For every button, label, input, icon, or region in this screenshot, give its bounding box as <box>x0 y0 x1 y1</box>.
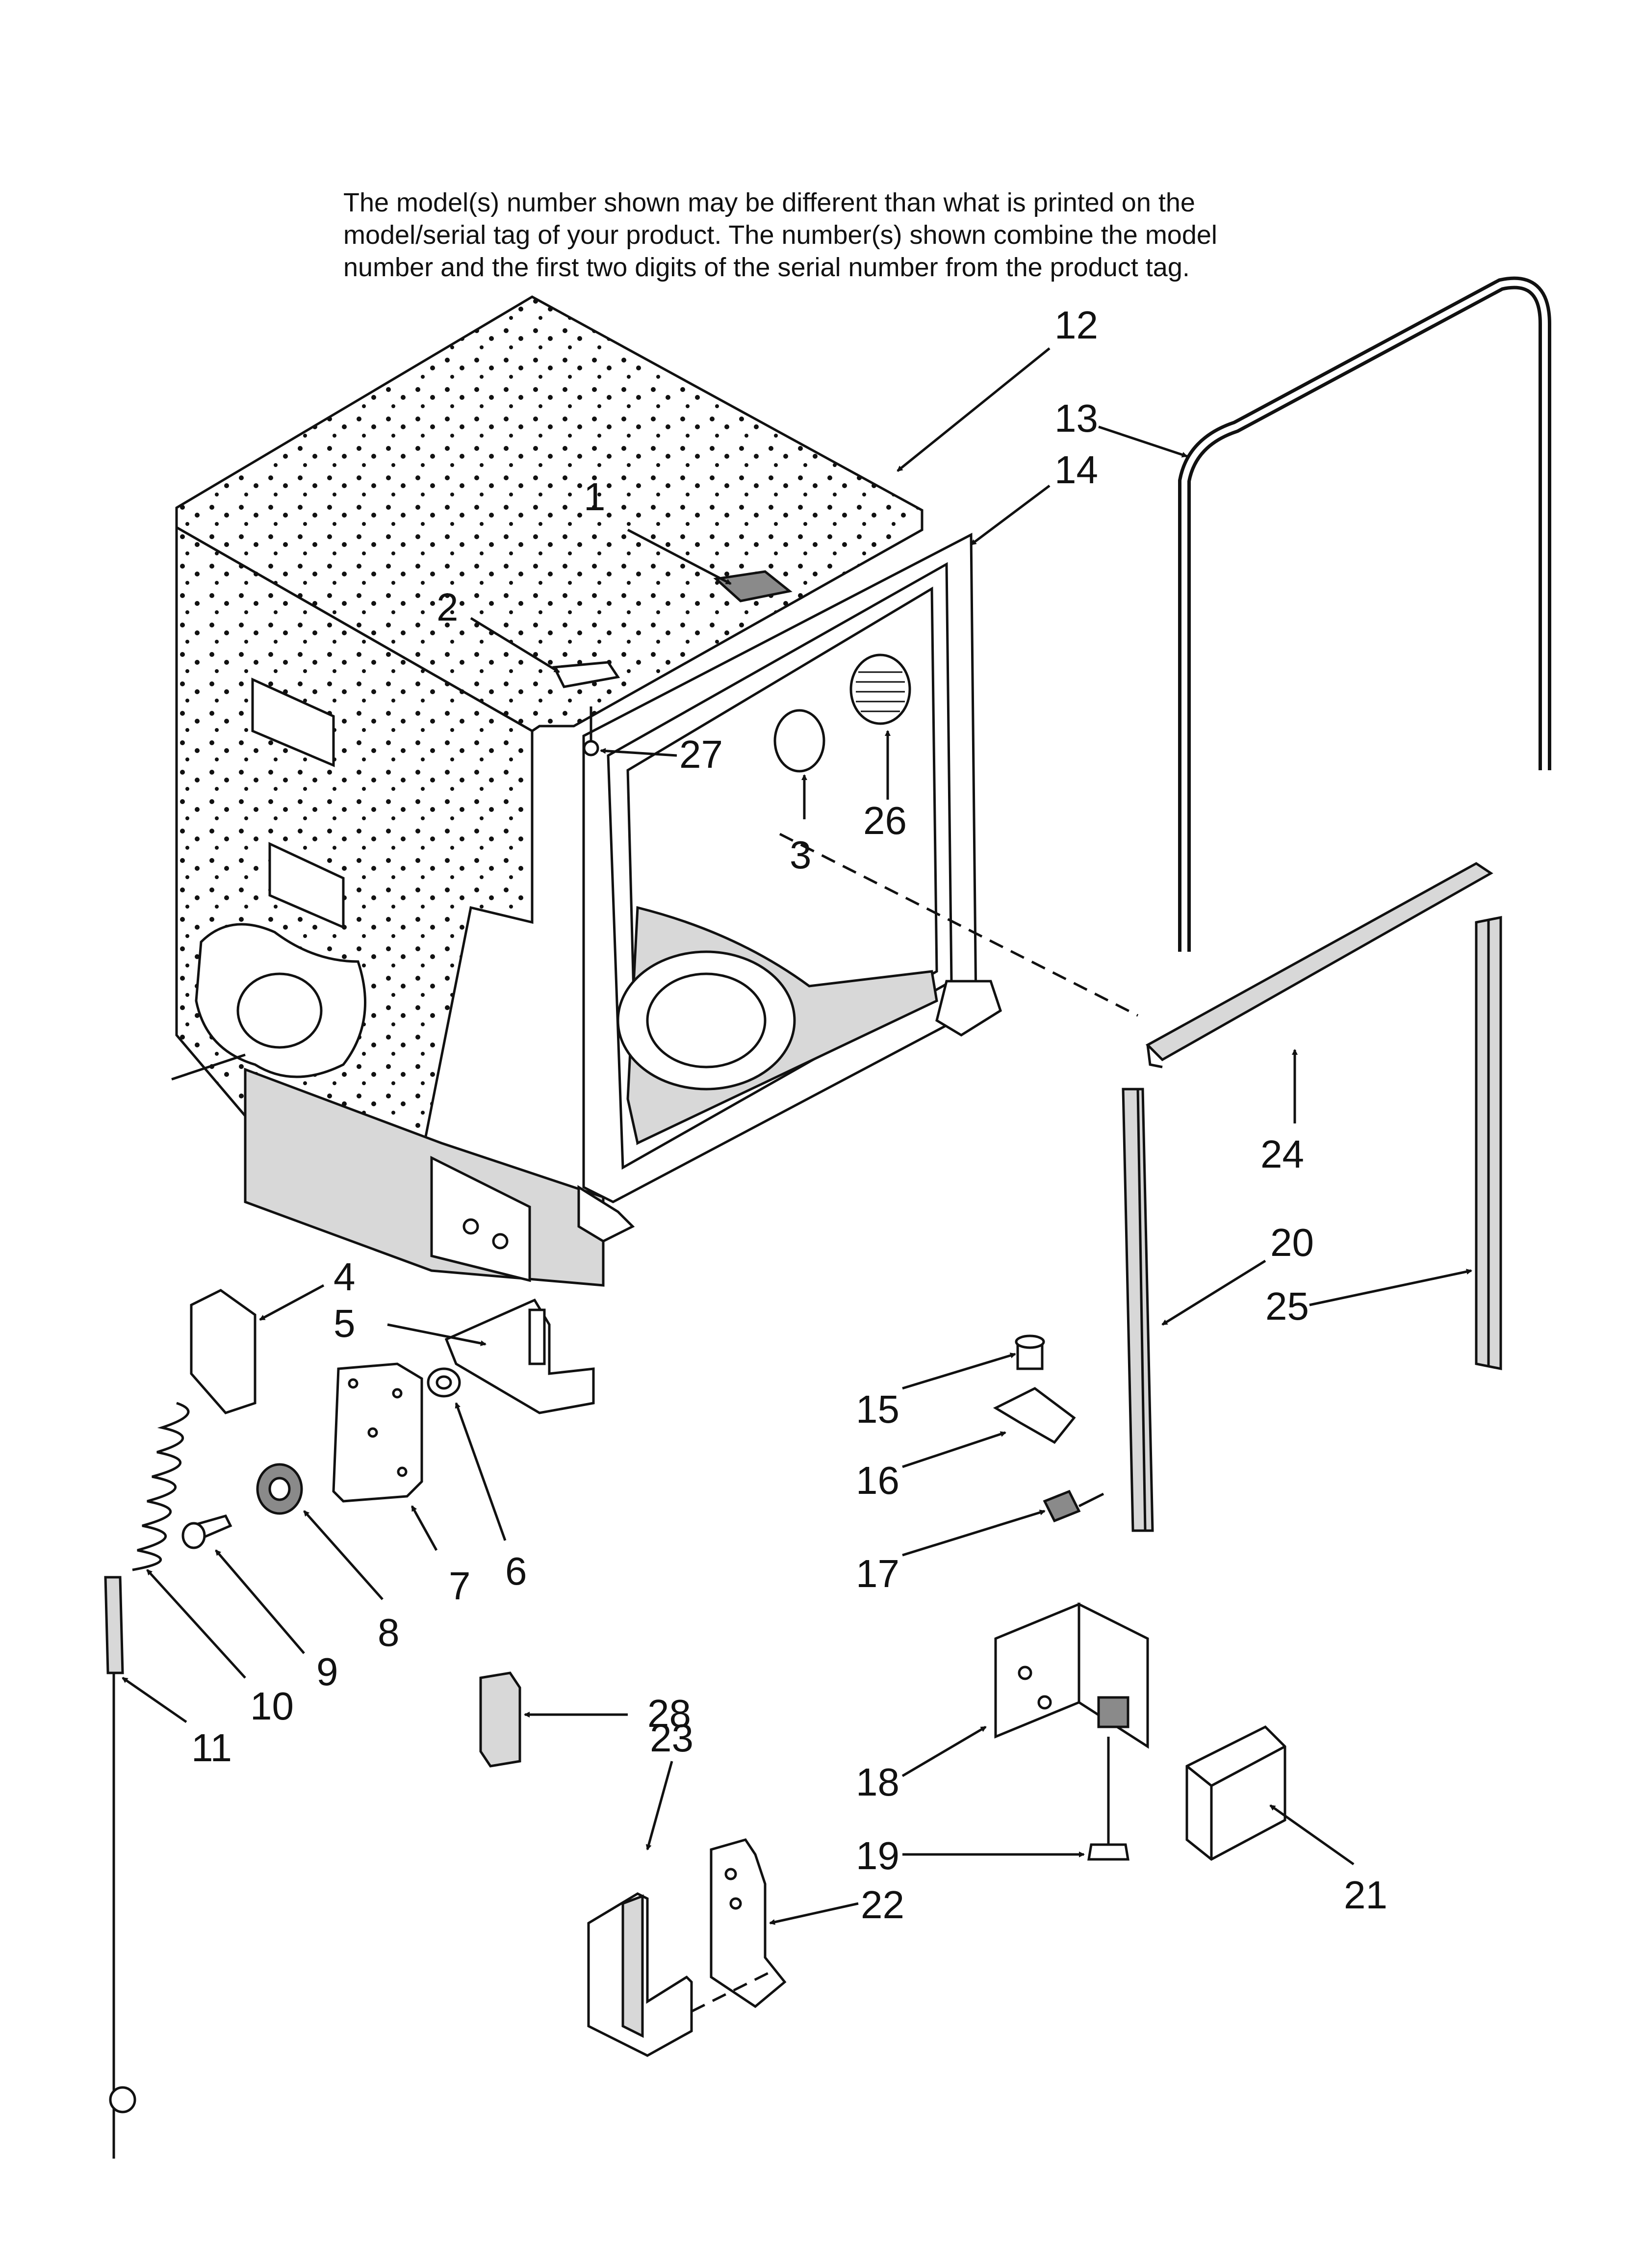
callout-13: 13 <box>1054 396 1098 440</box>
callout-21: 21 <box>1344 1873 1387 1917</box>
callout-18: 18 <box>856 1760 899 1804</box>
callout-15: 15 <box>856 1387 899 1431</box>
callout-3: 3 <box>790 833 812 877</box>
note-line-3: number and the first two digits of the s… <box>343 253 1190 282</box>
callout-24: 24 <box>1260 1132 1304 1176</box>
leader-lines <box>122 347 1472 1925</box>
callout-10: 10 <box>250 1684 294 1728</box>
callout-8: 8 <box>378 1611 400 1654</box>
callout-17: 17 <box>856 1552 899 1595</box>
note-line-2: model/serial tag of your product. The nu… <box>343 220 1217 250</box>
top-trim-strip <box>1145 862 1493 1062</box>
ring-gasket <box>773 709 825 773</box>
callout-1: 1 <box>584 475 606 519</box>
model-number-note: The model(s) number shown may be differe… <box>343 186 1324 284</box>
callout-26: 26 <box>863 799 907 842</box>
callout-6: 6 <box>505 1549 527 1593</box>
side-trim-left <box>1122 1088 1154 1532</box>
callout-14: 14 <box>1054 448 1098 492</box>
callout-27: 27 <box>679 732 723 776</box>
callout-19: 19 <box>856 1834 899 1877</box>
callout-12: 12 <box>1054 303 1098 347</box>
callout-2: 2 <box>436 585 459 629</box>
callout-16: 16 <box>856 1459 899 1502</box>
callout-22: 22 <box>861 1883 904 1927</box>
callout-5: 5 <box>334 1302 356 1345</box>
callout-numbers: 1 2 3 4 5 6 7 8 9 10 11 12 13 14 15 16 1… <box>191 303 1387 1927</box>
callout-4: 4 <box>334 1255 356 1299</box>
callout-23: 23 <box>650 1716 693 1760</box>
callout-25: 25 <box>1265 1284 1309 1328</box>
callout-7: 7 <box>449 1564 471 1608</box>
callout-11: 11 <box>191 1726 232 1770</box>
callout-9: 9 <box>316 1650 338 1694</box>
tub-assembly <box>171 295 1139 1287</box>
note-line-1: The model(s) number shown may be differe… <box>343 188 1195 217</box>
callout-28: 28 <box>647 1692 691 1735</box>
callout-20: 20 <box>1270 1221 1314 1264</box>
door-gasket <box>1178 276 1551 952</box>
